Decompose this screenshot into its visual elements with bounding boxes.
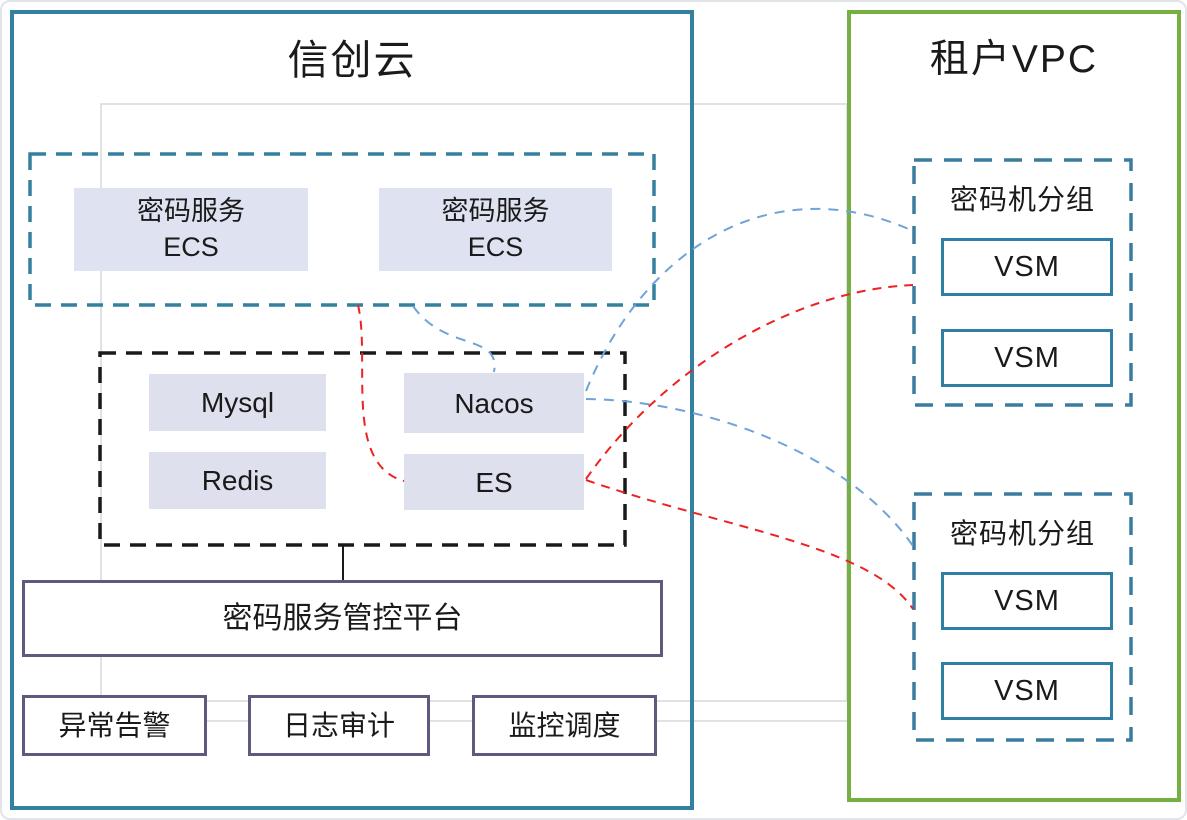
vsm-node-1: VSM — [941, 238, 1113, 296]
ops-node-monitor: 监控调度 — [472, 695, 657, 756]
cloud-zone-title: 信创云 — [287, 37, 417, 83]
vsm-group-2-label: 密码机分组 — [949, 518, 1095, 549]
ecs-node-1-line1: 密码服务 — [137, 196, 245, 227]
vsm-node-2: VSM — [941, 329, 1113, 387]
cloud-zone-border — [10, 10, 694, 810]
mysql-node: Mysql — [149, 374, 326, 431]
ecs-group-box — [28, 152, 656, 307]
ops-node-audit: 日志审计 — [248, 695, 430, 756]
ecs-node-2-line2: ECS — [467, 231, 524, 262]
vsm-group-1-box — [912, 158, 1133, 407]
nacos-node: Nacos — [404, 373, 584, 433]
vsm-group-1-label: 密码机分组 — [949, 184, 1095, 215]
ecs-node-2-line1: 密码服务 — [441, 196, 550, 227]
ops-node-alarm: 异常告警 — [22, 695, 207, 756]
redis-node: Redis — [149, 452, 326, 509]
es-node: ES — [404, 454, 584, 510]
vsm-node-4: VSM — [941, 662, 1113, 720]
vsm-group-2-box — [912, 492, 1133, 742]
ecs-node-1-line2: ECS — [163, 231, 219, 262]
vpc-zone-title: 租户VPC — [929, 38, 1099, 81]
ecs-node-1: 密码服务 ECS — [74, 188, 308, 271]
platform-node: 密码服务管控平台 — [22, 580, 663, 657]
vsm-node-3: VSM — [941, 572, 1113, 630]
ecs-node-2: 密码服务 ECS — [379, 188, 612, 271]
